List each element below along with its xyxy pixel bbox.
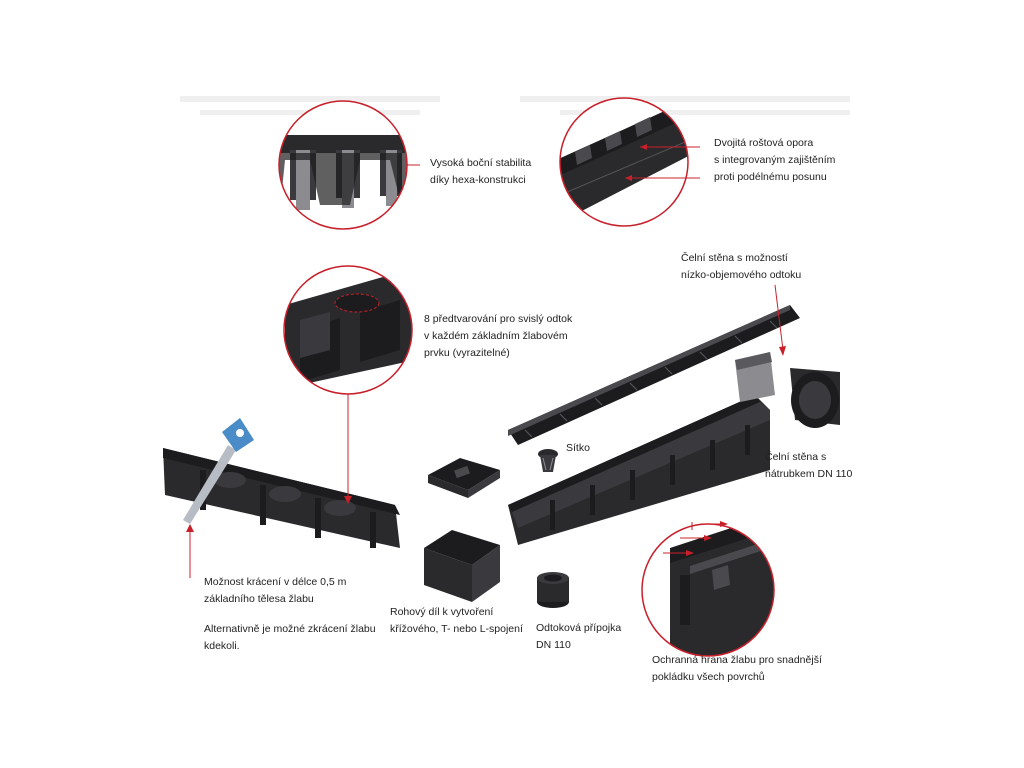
detail-circle-grate-support xyxy=(559,97,689,227)
detail-circle-edge xyxy=(641,523,775,657)
callout-knockouts-line-2: v každém základním žlabovém xyxy=(424,330,568,342)
callout-outlet-line-2: DN 110 xyxy=(536,639,571,651)
callout-corner-line-2: křížového, T- nebo L-spojení xyxy=(390,623,523,635)
callout-hexa-line-2: díky hexa-konstrukci xyxy=(430,174,526,186)
hand-saw-icon xyxy=(183,418,254,524)
callout-grate-support: Dvojitá roštová opora s integrovaným zaj… xyxy=(714,135,835,186)
callout-cutting: Možnost krácení v délce 0,5 m základního… xyxy=(204,574,346,608)
callout-edge: Ochranná hrana žlabu pro snadnější poklá… xyxy=(652,652,822,686)
grate xyxy=(508,305,800,445)
end-cap-low xyxy=(735,352,775,402)
callout-sieve-line-1: Sítko xyxy=(566,442,590,454)
callout-cutting-line-1: Možnost krácení v délce 0,5 m xyxy=(204,576,347,588)
callout-edge-line-2: pokládku všech povrchů xyxy=(652,671,765,683)
callout-cutting-alt-line-2: kdekoli. xyxy=(204,640,240,652)
callout-cutting-line-2: základního tělesa žlabu xyxy=(204,593,314,605)
callout-knockouts-line-3: prvku (vyrazitelné) xyxy=(424,347,510,359)
callout-outlet: Odtoková přípojka DN 110 xyxy=(536,620,621,654)
corner-piece-lid xyxy=(428,458,500,498)
callout-knockouts-line-1: 8 předtvarování pro svislý odtok xyxy=(424,313,573,325)
callout-grate-support-line-3: proti podélnému posunu xyxy=(714,171,827,183)
callout-sieve: Sítko xyxy=(566,440,590,457)
callout-hexa: Vysoká boční stabilita díky hexa-konstru… xyxy=(430,155,531,189)
callout-corner: Rohový díl k vytvoření křížového, T- neb… xyxy=(390,604,523,638)
callout-end-cap-pipe: Čelní stěna s nátrubkem DN 110 xyxy=(765,449,852,483)
callout-grate-support-line-1: Dvojitá roštová opora xyxy=(714,137,814,149)
callout-corner-line-1: Rohový díl k vytvoření xyxy=(390,606,494,618)
callout-end-cap-low-line-1: Čelní stěna s možností xyxy=(681,252,788,264)
detail-circle-hexa xyxy=(278,100,408,230)
callout-grate-support-line-2: s integrovaným zajištěním xyxy=(714,154,836,166)
outlet-connector xyxy=(537,572,569,608)
callout-outlet-line-1: Odtoková přípojka xyxy=(536,622,622,634)
corner-piece-box xyxy=(424,530,500,602)
callout-edge-line-1: Ochranná hrana žlabu pro snadnější xyxy=(652,654,822,666)
callout-cutting-alt-line-1: Alternativně je možné zkrácení žlabu xyxy=(204,623,376,635)
detail-circle-knockouts xyxy=(283,265,413,395)
callout-knockouts: 8 předtvarování pro svislý odtok v každé… xyxy=(424,311,572,362)
end-cap-pipe xyxy=(790,368,840,428)
callout-end-cap-pipe-line-1: Čelní stěna s xyxy=(765,451,827,463)
callout-hexa-line-1: Vysoká boční stabilita xyxy=(430,157,532,169)
leader-lines xyxy=(186,144,786,578)
background-watermark xyxy=(180,96,850,115)
sieve-basket-icon xyxy=(538,449,558,472)
callout-end-cap-low-line-2: nízko-objemového odtoku xyxy=(681,269,802,281)
callout-cutting-alt: Alternativně je možné zkrácení žlabu kde… xyxy=(204,621,376,655)
callout-end-cap-pipe-line-2: nátrubkem DN 110 xyxy=(765,468,853,480)
callout-end-cap-low: Čelní stěna s možností nízko-objemového … xyxy=(681,250,801,284)
main-channel xyxy=(508,395,770,545)
